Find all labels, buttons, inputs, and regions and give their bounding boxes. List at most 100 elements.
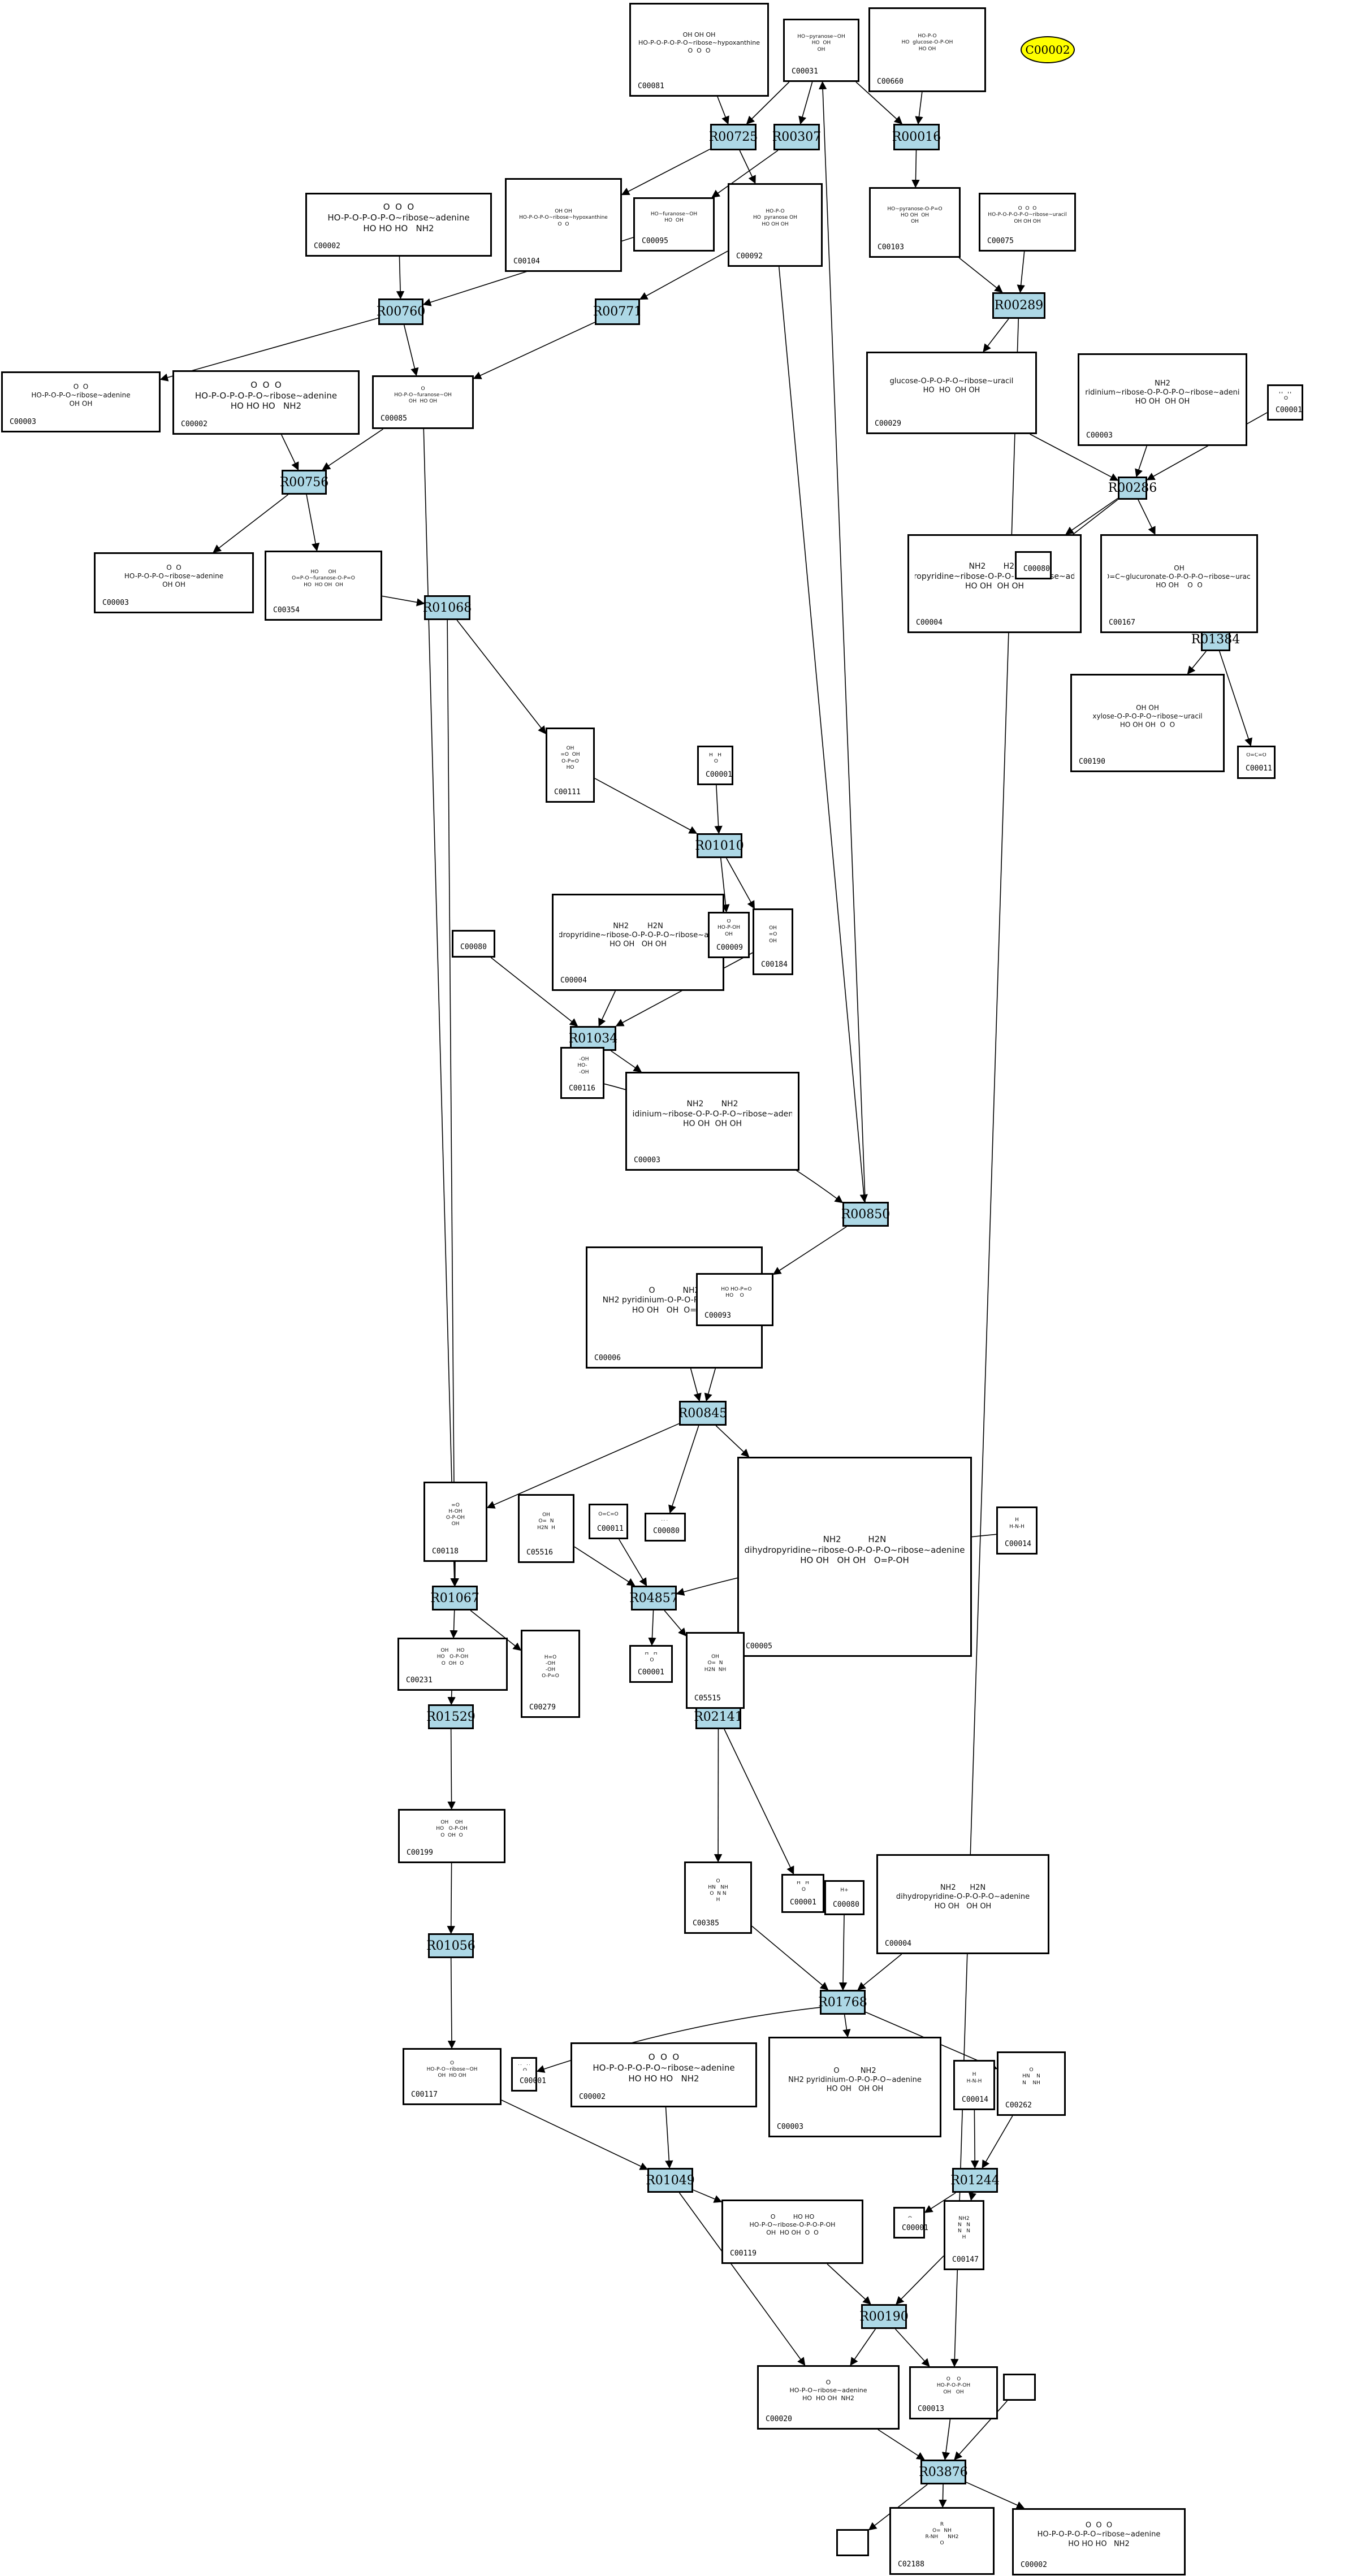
reaction-node[interactable]: R04857 [629,1586,678,1610]
reaction-node[interactable]: R00760 [377,298,425,325]
compound-box[interactable]: H+C00080 [824,1880,864,1915]
reaction-node[interactable]: R00307 [772,124,821,150]
reaction-node[interactable]: R00771 [593,298,642,325]
reaction-node[interactable]: R00850 [841,1202,890,1227]
compound-box[interactable]: H+C00080 [645,1513,686,1542]
reaction-node[interactable]: R00286 [1108,477,1157,500]
compound-box[interactable]: H H O C00001 [1267,384,1303,421]
compound-id: C00001 [1276,406,1302,414]
reaction-node[interactable]: R01056 [426,1933,476,1958]
reaction-node[interactable]: R01010 [695,833,744,858]
compound-id: C00003 [777,2123,803,2131]
compound-box[interactable]: O HO HO HO-P-O~ribose-O-P-O-P-OH OH HO O… [721,2200,863,2264]
reaction-node[interactable]: R00016 [892,124,941,150]
compound-box[interactable]: NH2 H2N dihydropyridine~ribose-O-P-O-P-O… [552,894,724,991]
reaction-node[interactable]: R00289 [992,292,1045,319]
compound-box[interactable]: NH2 pyridinium~ribose-O-P-O-P-O~ribose~a… [1078,353,1247,446]
reaction-node[interactable]: R01049 [646,2168,695,2193]
compound-id: C00029 [875,419,901,428]
reaction-node[interactable]: R00725 [709,124,758,150]
compound-box[interactable]: NH2 NH2 pyridinium~ribose-O-P-O-P-O~ribo… [625,1072,799,1171]
compound-box[interactable]: O NH2 NH2 pyridinium-O-P-O-P-O~adenine H… [768,2037,941,2137]
compound-id: C00385 [693,1919,719,1928]
compound-box[interactable]: OH OH HO-P-O-P-O~ribose~hypoxanthine O O… [505,178,622,272]
compound-id: C00081 [638,82,664,90]
compound-box[interactable]: H+C00080 [452,930,495,958]
compound-id: C00002 [314,242,340,250]
reaction-node[interactable]: R01067 [430,1586,479,1610]
compound-box[interactable]: O O O HO-P-O-P-O-P-O~ribose~adenine HO H… [305,193,492,257]
compound-box[interactable]: NH2 H2N dihydropyridine-O-P-O-P-O~adenin… [876,1854,1049,1954]
chemical-structure: O HN N N NH [1022,2067,1040,2086]
compound-id: C00167 [1109,618,1135,627]
compound-box[interactable]: NH2 H2N dihydropyridine~ribose-O-P-O-P-O… [907,534,1082,633]
empty-compound-box[interactable] [1003,2374,1036,2401]
compound-box[interactable]: O O O HO-P-O-P-O-P-O~ribose~uracil OH OH… [979,193,1076,252]
edge-arrow [611,1050,642,1072]
chemical-structure: R O= NH R-NH NH2 O [925,2521,959,2547]
compound-box[interactable]: O O O HO-P-O-P-O-P-O~ribose~adenine HO H… [570,2042,757,2107]
reaction-node[interactable]: R01068 [423,595,472,620]
compound-box[interactable]: NH2 H2N dihydropyridine~ribose-O-P-O-P-O… [737,1457,972,1657]
compound-box[interactable]: OH OH OH HO-P-O-P-O-P-O~ribose~hypoxanth… [629,3,769,97]
reaction-node[interactable]: R03876 [919,2460,968,2484]
compound-box[interactable]: O O O HO-P-O-P-O-P-O~ribose~adenine HO H… [1012,2508,1186,2575]
reaction-node[interactable]: R00190 [859,2304,909,2329]
reaction-node[interactable]: R00756 [280,470,328,495]
edge-arrow [1017,251,1025,293]
reaction-node[interactable]: R01768 [818,1990,867,2015]
highlight-node[interactable]: C00002 [1021,36,1075,63]
chemical-structure: NH2 H2N dihydropyridine~ribose-O-P-O-P-O… [745,1534,965,1566]
edge-arrow [473,322,595,379]
reaction-node[interactable]: R00845 [678,1401,727,1426]
compound-box[interactable]: H+C00080 [1015,551,1052,579]
chemical-structure: H H O [1278,392,1292,400]
edge-arrow [693,2189,723,2203]
empty-compound-box[interactable] [836,2529,869,2556]
reaction-node[interactable]: R01529 [426,1704,476,1729]
compound-box[interactable]: glucose-O-P-O-P-O~ribose~uracil HO HO OH… [866,352,1037,434]
edge-arrow [915,92,923,125]
reaction-node[interactable]: R01244 [950,2168,1000,2193]
compound-box[interactable]: O O O HO-P-O-P-O-P-O~ribose~adenine HO H… [172,370,360,435]
compound-box[interactable]: OH O=C~glucuronate-O-P-O-P-O~ribose~urac… [1100,534,1258,633]
chemical-structure: OH O=C~glucuronate-O-P-O-P-O~ribose~urac… [1108,564,1251,589]
compound-box[interactable]: OH OH xylose-O-P-O-P-O~ribose~uracil HO … [1070,674,1225,772]
